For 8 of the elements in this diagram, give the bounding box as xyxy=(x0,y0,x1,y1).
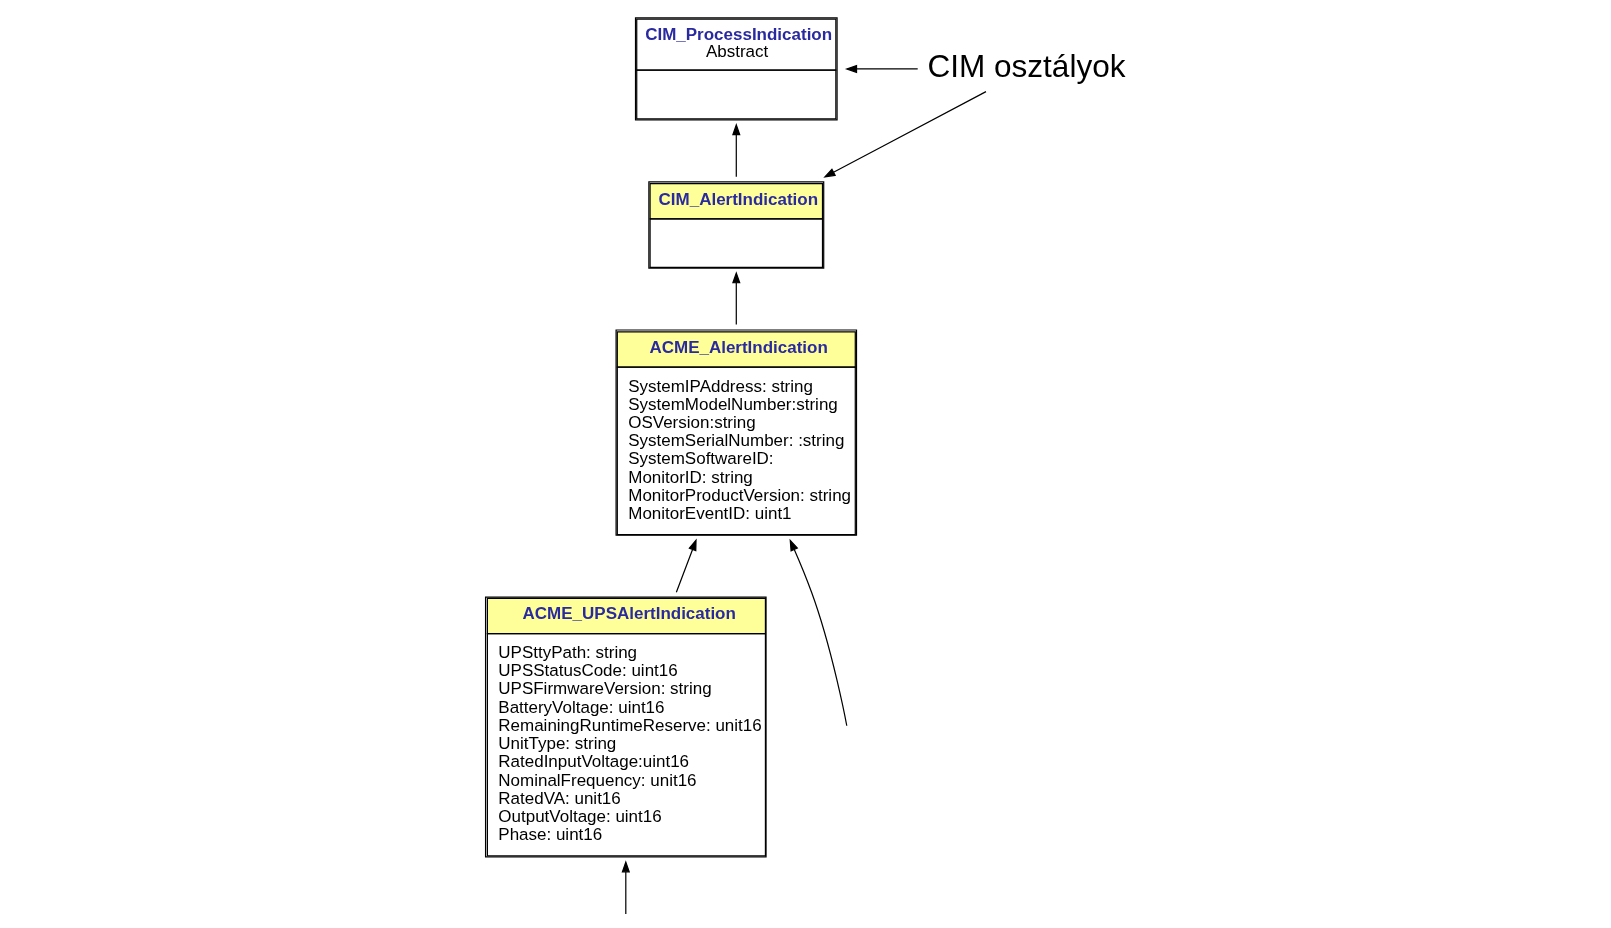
arrow xyxy=(845,64,919,74)
arrow xyxy=(675,538,697,593)
arrow xyxy=(621,860,631,915)
arrow xyxy=(732,271,741,326)
node-text: CIM osztályok xyxy=(927,47,1126,84)
arrow xyxy=(823,91,987,178)
arrow xyxy=(789,538,848,727)
arrow xyxy=(732,123,741,178)
